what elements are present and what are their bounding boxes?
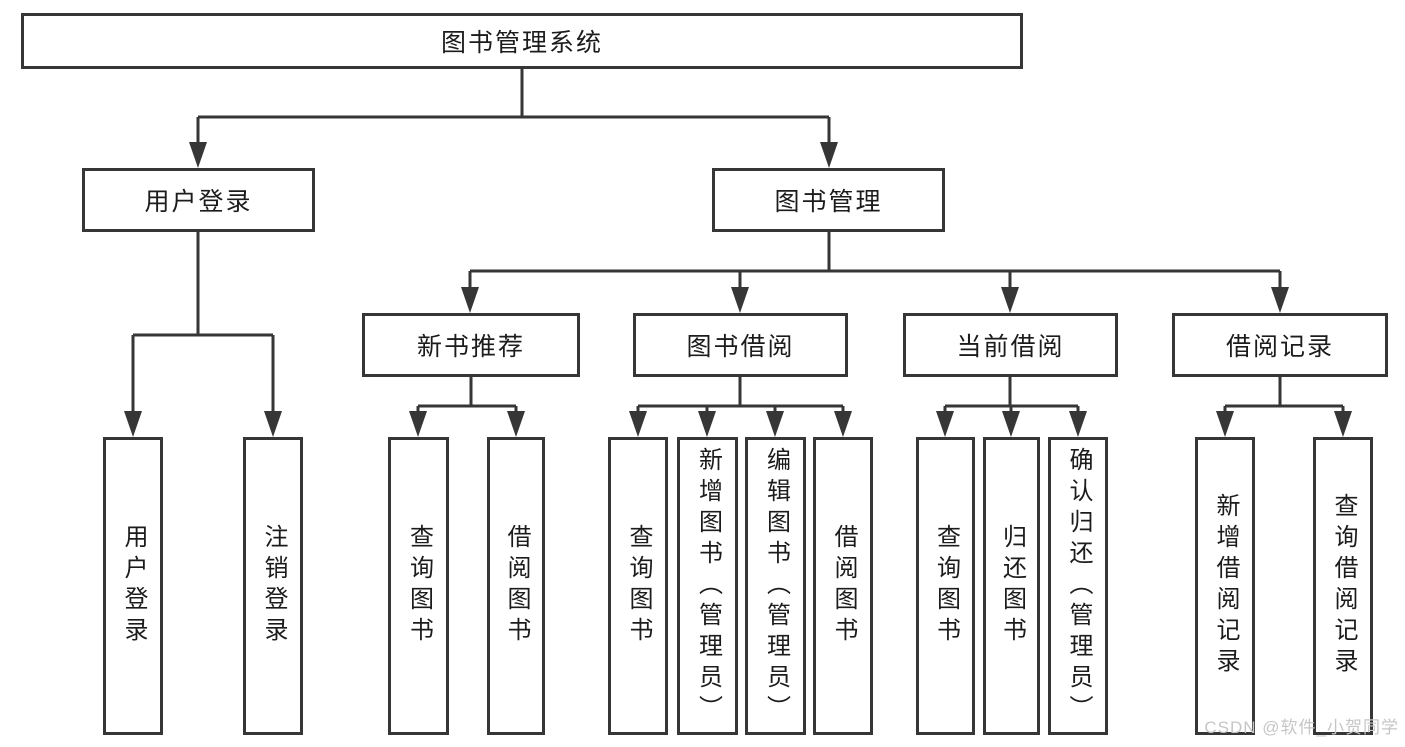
leaf-label: 确认归还（管理员）: [1065, 446, 1092, 726]
node-library-management-system: 图书管理系统: [21, 13, 1023, 69]
leaf-borrow-books-recommendation: 借阅图书: [487, 437, 545, 735]
leaf-logout: 注销登录: [243, 437, 303, 735]
node-borrowing-records: 借阅记录: [1172, 313, 1388, 377]
leaf-label: 查询图书: [405, 524, 433, 648]
leaf-label: 注销登录: [260, 524, 287, 648]
leaf-label: 用户登录: [120, 524, 147, 648]
leaf-label: 借阅图书: [830, 524, 857, 648]
leaf-add-books-admin: 新增图书（管理员）: [677, 437, 738, 735]
edges-borrowing-records-children: [1216, 377, 1352, 437]
node-new-book-recommendation: 新书推荐: [362, 313, 580, 377]
edges-user-login-children: [124, 232, 282, 437]
leaf-label: 借阅图书: [503, 524, 530, 648]
node-current-borrowing: 当前借阅: [903, 313, 1118, 377]
leaf-label: 查询图书: [932, 524, 960, 648]
leaf-user-login: 用户登录: [103, 437, 163, 735]
edges-book-borrowing-children: [629, 377, 852, 437]
leaf-label: 新增图书（管理员）: [694, 446, 722, 726]
edges-current-borrowing-children: [936, 377, 1087, 437]
leaf-label: 新增借阅记录: [1212, 493, 1239, 679]
leaf-query-books-recommendation: 查询图书: [388, 437, 449, 735]
leaf-query-borrowing-record: 查询借阅记录: [1313, 437, 1373, 735]
leaf-return-books: 归还图书: [983, 437, 1040, 735]
leaf-borrow-books-borrowing: 借阅图书: [813, 437, 873, 735]
leaf-confirm-return-admin: 确认归还（管理员）: [1048, 437, 1108, 735]
leaf-query-books-current: 查询图书: [916, 437, 975, 735]
leaf-label: 编辑图书（管理员）: [762, 446, 790, 726]
node-book-borrowing: 图书借阅: [633, 313, 848, 377]
csdn-watermark: CSDN @软件_小贺同学: [1204, 718, 1399, 737]
edges-book-management-children: [461, 232, 1289, 313]
leaf-label: 查询图书: [625, 524, 652, 648]
edges-root-to-level2: [189, 69, 838, 168]
node-book-management: 图书管理: [712, 168, 945, 232]
leaf-add-borrowing-record: 新增借阅记录: [1195, 437, 1255, 735]
node-user-login: 用户登录: [82, 168, 315, 232]
edges-new-book-recommendation-children: [409, 377, 525, 437]
leaf-query-books-borrowing: 查询图书: [608, 437, 668, 735]
leaf-edit-books-admin: 编辑图书（管理员）: [745, 437, 806, 735]
leaf-label: 归还图书: [998, 524, 1026, 648]
leaf-label: 查询借阅记录: [1330, 493, 1357, 679]
